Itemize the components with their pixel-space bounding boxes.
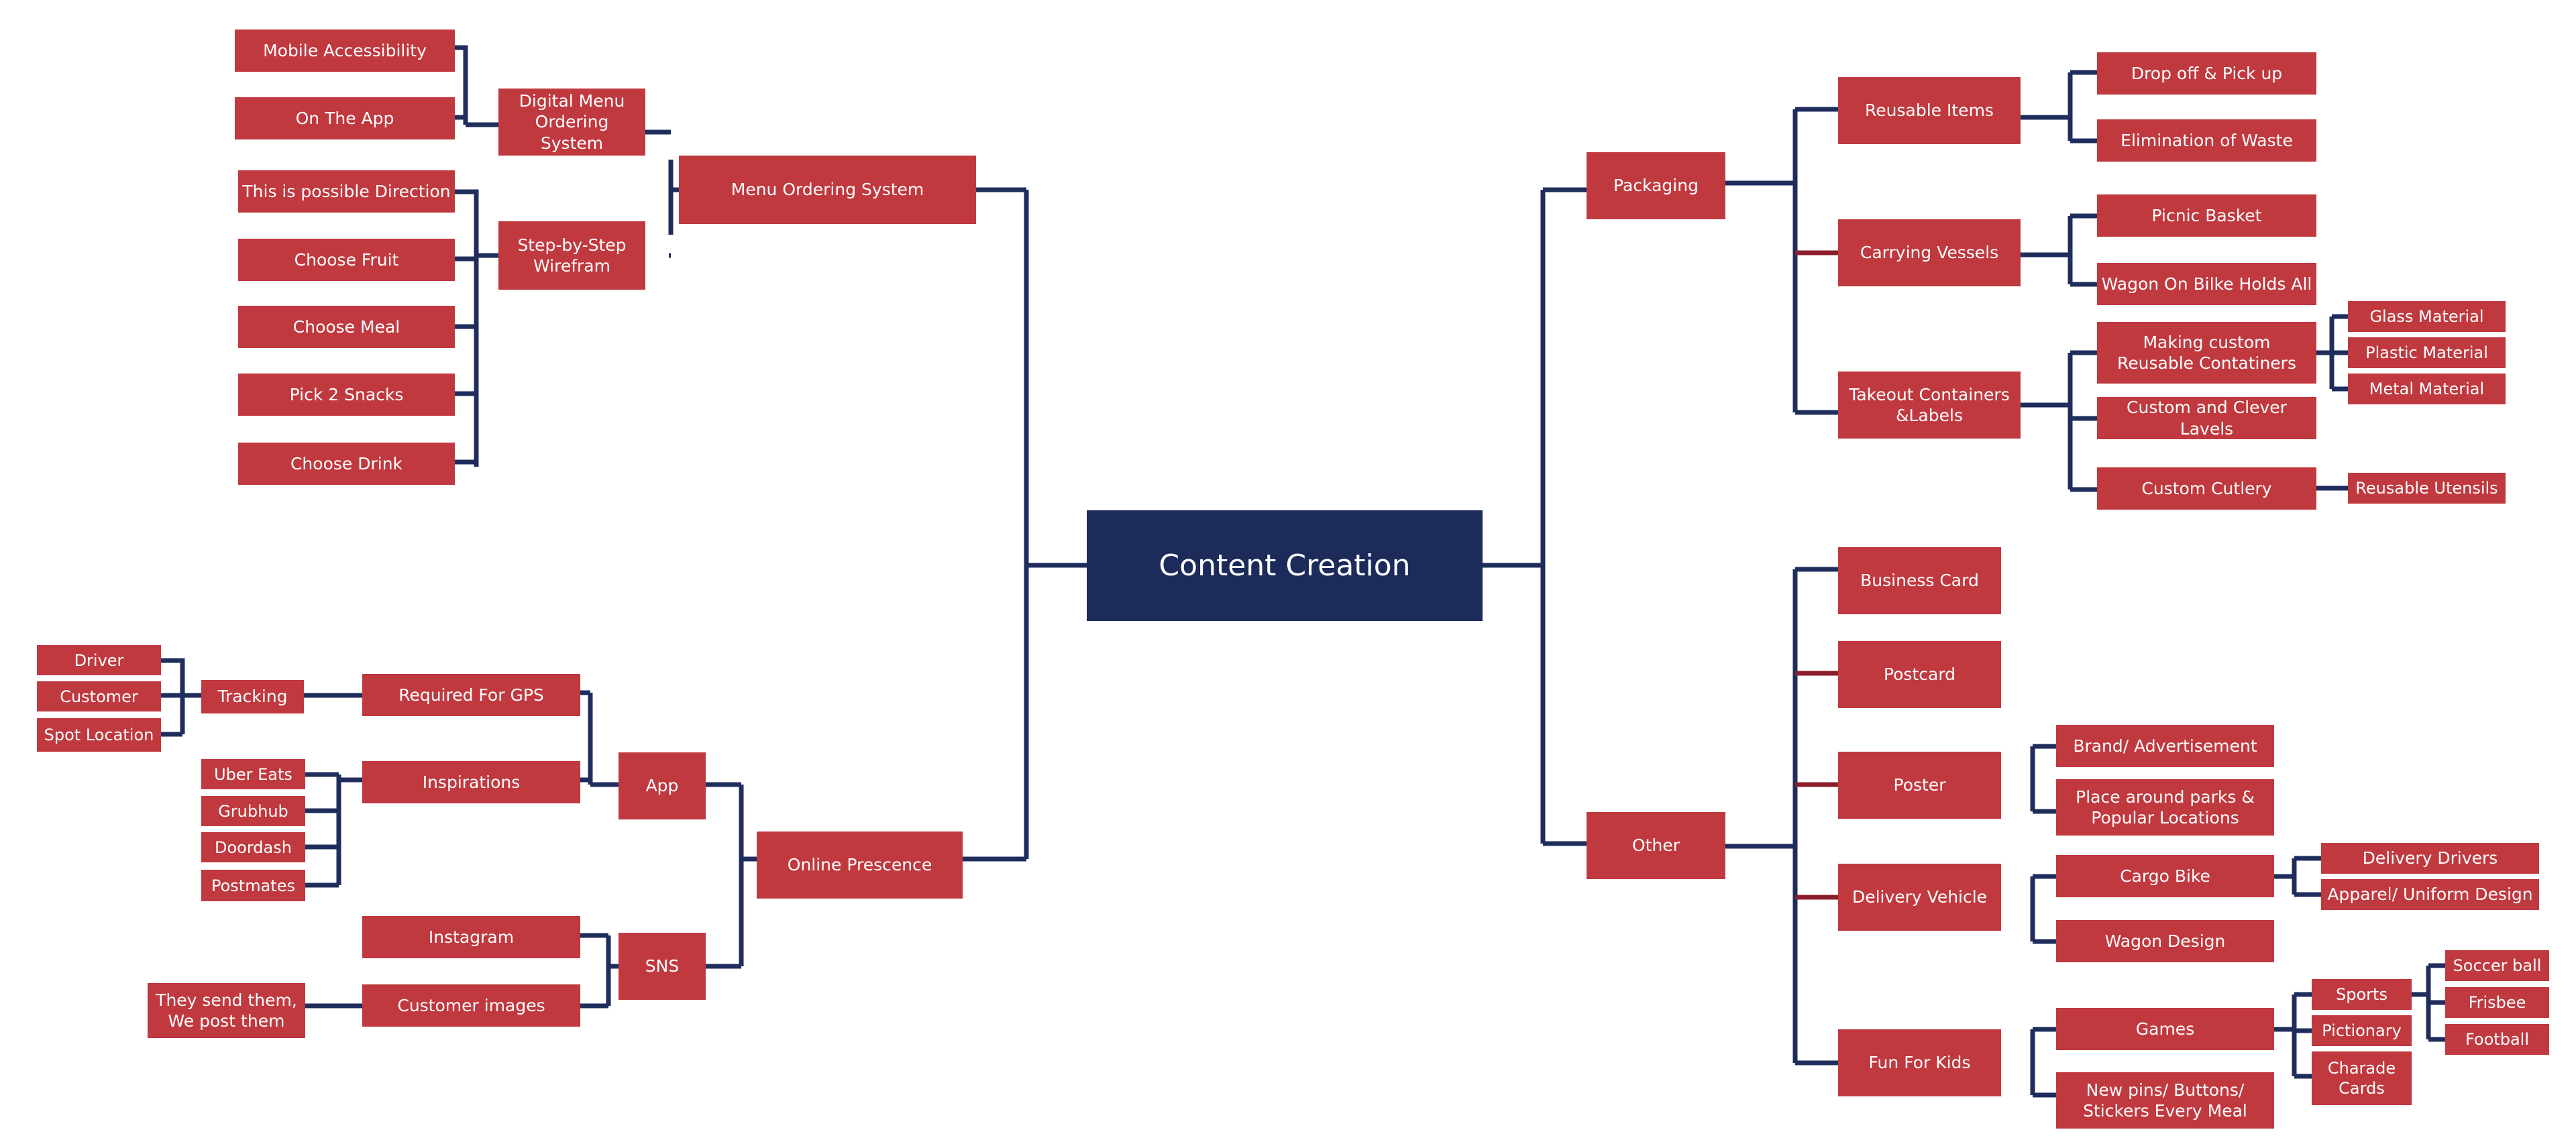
connector-carrying-vessels bbox=[2021, 213, 2097, 287]
node-wagon-design: Wagon Design bbox=[2056, 920, 2274, 962]
node-other: Other bbox=[1587, 812, 1725, 879]
node-charade: Charade Cards bbox=[2312, 1051, 2412, 1105]
node-mobile-accessibility: Mobile Accessibility bbox=[235, 30, 455, 72]
node-sns: SNS bbox=[619, 933, 706, 1000]
node-brand-ad: Brand/ Advertisement bbox=[2056, 725, 2274, 767]
node-menu-ordering-system: Menu Ordering System bbox=[679, 156, 976, 224]
node-frisbee: Frisbee bbox=[2445, 987, 2549, 1018]
node-metal: Metal Material bbox=[2348, 374, 2506, 404]
node-postmates: Postmates bbox=[201, 870, 305, 901]
connector-sports bbox=[2412, 963, 2445, 1042]
node-picnic-basket: Picnic Basket bbox=[2097, 194, 2316, 237]
node-customer: Customer bbox=[37, 681, 161, 711]
node-they-send: They send them, We post them bbox=[148, 983, 305, 1038]
node-possible-direction: This is possible Direction bbox=[238, 170, 455, 213]
node-required-gps: Required For GPS bbox=[362, 674, 580, 716]
node-customer-images: Customer images bbox=[362, 984, 580, 1027]
node-driver: Driver bbox=[37, 645, 161, 675]
node-cargo-bike: Cargo Bike bbox=[2056, 855, 2274, 897]
connector-online-presence bbox=[706, 782, 757, 969]
node-delivery-drivers: Delivery Drivers bbox=[2321, 843, 2539, 874]
node-takeout: Takeout Containers &Labels bbox=[1838, 371, 2021, 439]
connector-making-custom bbox=[2316, 314, 2348, 392]
connector-menu-ordering bbox=[644, 129, 679, 258]
node-choose-meal: Choose Meal bbox=[238, 306, 455, 348]
node-postcard: Postcard bbox=[1838, 641, 2001, 708]
node-glass: Glass Material bbox=[2348, 301, 2506, 332]
node-new-pins: New pins/ Buttons/ Stickers Every Meal bbox=[2056, 1072, 2274, 1129]
connector-other-accent bbox=[1795, 671, 1838, 900]
connector-delivery-vehicle bbox=[2030, 874, 2056, 944]
connector-digital-menu bbox=[455, 45, 498, 127]
node-doordash: Doordash bbox=[201, 832, 305, 862]
root-node: Content Creation bbox=[1087, 510, 1483, 621]
node-step-by-step: Step-by-Step Wirefram bbox=[498, 221, 645, 290]
node-grubhub: Grubhub bbox=[201, 796, 305, 826]
node-soccer: Soccer ball bbox=[2445, 950, 2549, 981]
node-pictionary: Pictionary bbox=[2312, 1015, 2412, 1046]
connector-takeout bbox=[2021, 350, 2097, 492]
node-elimination-waste: Elimination of Waste bbox=[2097, 119, 2316, 162]
connector-tracking bbox=[161, 658, 362, 737]
connector-fun-kids bbox=[2030, 1027, 2056, 1098]
node-business-card: Business Card bbox=[1838, 547, 2001, 614]
node-tracking: Tracking bbox=[201, 680, 304, 713]
connector-step-by-step bbox=[455, 189, 498, 467]
node-drop-off: Drop off & Pick up bbox=[2097, 52, 2316, 95]
node-pick-snacks: Pick 2 Snacks bbox=[238, 374, 455, 416]
node-carrying-vessels: Carrying Vessels bbox=[1838, 219, 2021, 286]
node-packaging: Packaging bbox=[1587, 152, 1725, 219]
node-choose-drink: Choose Drink bbox=[238, 443, 455, 485]
connector-reusable-items bbox=[2021, 70, 2097, 144]
node-reusable-utensils: Reusable Utensils bbox=[2348, 473, 2506, 504]
node-reusable-items: Reusable Items bbox=[1838, 77, 2021, 144]
node-choose-fruit: Choose Fruit bbox=[238, 239, 455, 281]
node-games: Games bbox=[2056, 1008, 2274, 1050]
node-poster: Poster bbox=[1838, 752, 2001, 819]
connector-root-left bbox=[963, 187, 1087, 862]
node-instagram: Instagram bbox=[362, 916, 580, 958]
connector-other bbox=[1725, 567, 1838, 1066]
connector-app bbox=[580, 690, 619, 787]
node-custom-cutlery: Custom Cutlery bbox=[2097, 467, 2316, 510]
connector-games bbox=[2274, 992, 2312, 1079]
node-apparel: Apparel/ Uniform Design bbox=[2321, 879, 2539, 910]
connector-packaging bbox=[1725, 107, 1838, 415]
node-delivery-vehicle: Delivery Vehicle bbox=[1838, 864, 2001, 931]
node-sports: Sports bbox=[2312, 979, 2412, 1010]
connector-sns bbox=[580, 933, 619, 1009]
node-parks: Place around parks & Popular Locations bbox=[2056, 779, 2274, 836]
node-wagon-bike: Wagon On Bilke Holds All bbox=[2097, 263, 2316, 305]
node-football: Football bbox=[2445, 1024, 2549, 1055]
node-on-the-app: On The App bbox=[235, 97, 455, 139]
connector-poster bbox=[2030, 744, 2056, 814]
node-custom-labels: Custom and Clever Lavels bbox=[2097, 397, 2316, 439]
node-spot-location: Spot Location bbox=[37, 718, 161, 752]
node-app: App bbox=[619, 752, 706, 819]
connector-cargo-bike bbox=[2274, 856, 2321, 897]
node-online-presence: Online Prescence bbox=[757, 832, 963, 899]
node-inspirations: Inspirations bbox=[362, 761, 580, 803]
node-uber-eats: Uber Eats bbox=[201, 759, 305, 789]
node-digital-menu: Digital Menu Ordering System bbox=[498, 89, 645, 156]
connector-root-right bbox=[1483, 187, 1587, 846]
node-plastic: Plastic Material bbox=[2348, 337, 2506, 368]
connector-inspirations bbox=[305, 772, 362, 888]
node-fun-kids: Fun For Kids bbox=[1838, 1029, 2001, 1096]
node-making-custom: Making custom Reusable Contatiners bbox=[2097, 322, 2316, 384]
